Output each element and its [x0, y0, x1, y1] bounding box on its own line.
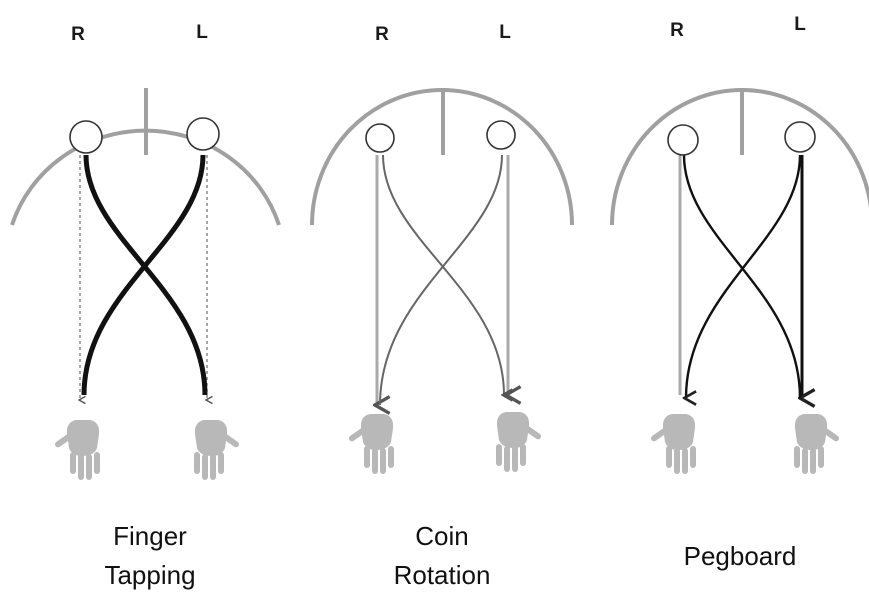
- crossed-pathway-left-to-right: [686, 155, 800, 398]
- hemisphere-label-left: L: [794, 14, 806, 35]
- caption-line-2: Rotation: [394, 560, 491, 590]
- right-motor-node: [70, 121, 102, 153]
- left-hand-icon: [496, 412, 542, 472]
- hemisphere-label-right: R: [375, 24, 389, 45]
- right-motor-node: [668, 125, 698, 155]
- hemisphere-label-right: R: [71, 24, 85, 45]
- right-hand-icon: [348, 414, 394, 474]
- right-motor-node: [366, 124, 394, 152]
- hemisphere-label-right: R: [670, 20, 684, 41]
- left-motor-node: [187, 118, 219, 150]
- right-hand-icon: [54, 420, 100, 480]
- hemisphere-label-left: L: [196, 22, 208, 43]
- right-hand-icon: [650, 414, 696, 474]
- diagram-coin-rotation: R L Coin Rotation: [312, 22, 572, 590]
- diagram-pegboard: R L Pegboard: [612, 14, 869, 571]
- left-hand-icon: [194, 420, 240, 480]
- hemisphere-label-left: L: [499, 22, 511, 43]
- diagram-finger-tapping: R L Finger Tapping: [12, 22, 279, 590]
- crossed-pathway-left-to-right: [380, 155, 502, 405]
- caption-line-1: Finger: [113, 521, 187, 551]
- caption-line-1: Coin: [415, 521, 468, 551]
- caption-line-1: Pegboard: [684, 541, 797, 571]
- left-motor-node: [785, 122, 815, 152]
- crossed-pathway-right-to-left: [383, 155, 504, 395]
- crossed-pathway-right-to-left: [684, 155, 800, 398]
- caption-line-2: Tapping: [104, 560, 195, 590]
- crossed-pathway-right-to-left: [86, 155, 205, 395]
- left-motor-node: [487, 121, 515, 149]
- crossed-pathway-left-to-right: [84, 155, 203, 395]
- left-hand-icon: [794, 414, 840, 474]
